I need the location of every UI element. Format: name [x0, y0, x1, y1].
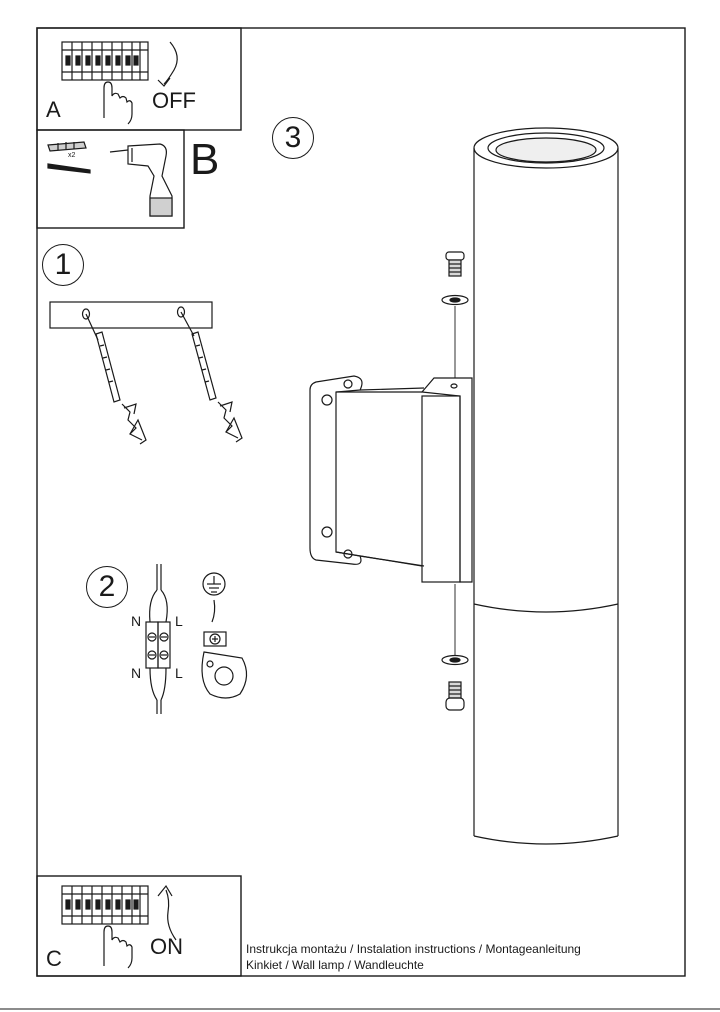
screw-icon — [47, 163, 91, 174]
hand-icon — [103, 81, 133, 125]
upper-washer-icon — [441, 294, 469, 306]
lower-screw-icon — [445, 681, 465, 711]
dowel-left-icon — [95, 331, 147, 445]
upper-screw-icon — [445, 251, 465, 277]
panel-b-letter: B — [190, 135, 220, 184]
ground-terminal-drawing — [201, 572, 248, 699]
wire-label-l-top: L — [175, 613, 183, 629]
lamp-lower-tube-drawing — [473, 604, 619, 845]
lower-washer-icon — [441, 654, 469, 666]
ground-symbol-icon — [202, 572, 226, 596]
mounting-bracket-drawing — [309, 375, 425, 567]
panel-c-action: ON — [150, 934, 183, 959]
terminal-block-drawing — [145, 564, 171, 714]
drill-icon — [109, 143, 173, 217]
dowel-right-icon — [191, 331, 243, 443]
step-number-1: 1 — [42, 244, 84, 286]
lamp-upper-tube-drawing — [473, 127, 619, 613]
panel-a-letter: A — [46, 97, 61, 122]
panel-a-action: OFF — [152, 88, 196, 113]
wire-label-l-bottom: L — [175, 665, 183, 681]
panel-c-drawing — [36, 875, 242, 977]
step-number-3: 3 — [272, 117, 314, 159]
switch-up-arrow-icon — [165, 889, 177, 941]
panel-b-count: x2 — [68, 152, 76, 159]
outer-frame — [36, 27, 686, 977]
wire-label-n-top: N — [131, 613, 142, 629]
caption-line-2: Kinkiet / Wall lamp / Wandleuchte — [246, 958, 424, 972]
caption-line-1: Instrukcja montażu / Instalation instruc… — [246, 942, 581, 956]
switch-down-arrow-icon — [163, 41, 178, 85]
panel-a-drawing — [36, 27, 242, 131]
breaker-panel-icon — [61, 41, 149, 81]
panel-c-letter: C — [46, 946, 62, 971]
wire-label-n-bottom: N — [131, 665, 142, 681]
junction-block-drawing — [420, 377, 473, 583]
wall-board-drawing — [49, 301, 213, 341]
hand-icon-c — [103, 925, 133, 969]
breaker-panel-icon-c — [61, 885, 149, 925]
wall-plug-icon — [47, 141, 87, 152]
ground-lug-icon — [201, 651, 248, 699]
step-number-2: 2 — [86, 566, 128, 608]
panel-b-drawing — [36, 129, 185, 229]
